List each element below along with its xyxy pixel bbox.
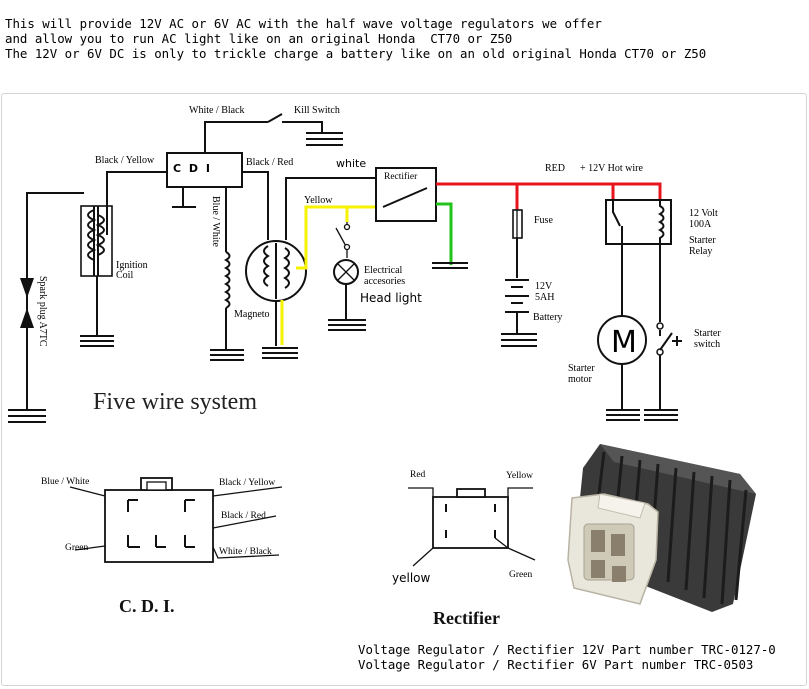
head-light-label: Head light (360, 291, 422, 305)
rectifier-pin-green: Green (509, 570, 532, 580)
ground-ignition-coil (80, 335, 114, 347)
ground-magneto (210, 349, 244, 361)
battery-label: Battery (533, 312, 562, 323)
blue-white-label: Blue / White (210, 196, 221, 247)
magneto-label: Magneto (234, 309, 270, 320)
cdi-connector (69, 477, 283, 563)
intro-line-3: The 12V or 6V DC is only to trickle char… (5, 46, 707, 61)
rectifier-pin-red: Red (410, 470, 426, 480)
starter-motor-letter: M (611, 325, 637, 360)
hot-wire-label: + 12V Hot wire (580, 163, 644, 174)
relay-label-1: 12 Volt (689, 208, 718, 219)
part-number-6v: Voltage Regulator / Rectifier 6V Part nu… (358, 657, 753, 672)
wire-white (285, 177, 376, 240)
starter-motor-label-2: motor (568, 374, 593, 385)
cdi-pin-black-red: Black / Red (221, 511, 266, 521)
cdi-pin-blue-white: Blue / White (41, 477, 89, 487)
starter-switch-label-2: switch (694, 339, 720, 350)
rectifier-pin-yellow-bottom: yellow (392, 571, 430, 585)
headlight-switch-contact (343, 243, 351, 251)
spark-plug-top-electrode (20, 278, 34, 298)
battery (505, 279, 529, 313)
electrical-label-1: Electrical (364, 265, 403, 276)
starter-switch-contact (656, 322, 664, 330)
white-black-label: White / Black (189, 105, 245, 116)
starter-switch-label-1: Starter (694, 328, 721, 339)
yellow-label: Yellow (304, 195, 333, 206)
intro-text: This will provide 12V AC or 6V AC with t… (5, 16, 706, 61)
starter-motor-label-1: Starter (568, 363, 595, 374)
battery-voltage-label: 12V (535, 281, 553, 292)
black-yellow-label: Black / Yellow (95, 155, 155, 166)
ground-kill-switch (306, 132, 343, 146)
spark-plug-label: Spark plug A7TC (37, 276, 48, 347)
rectifier-pinout-title: Rectifier (433, 608, 500, 628)
spark-plug-bottom-electrode (20, 308, 34, 328)
wire-green (436, 202, 453, 265)
intro-line-2: and allow you to run AC light like on an… (5, 31, 513, 46)
magneto-pulser-coil (223, 251, 231, 309)
fuse-label: Fuse (534, 215, 553, 226)
rectifier-pin-yellow-top: Yellow (506, 471, 533, 481)
stator (245, 240, 307, 302)
part-number-12v: Voltage Regulator / Rectifier 12V Part n… (358, 642, 776, 657)
wire-yellow (280, 205, 376, 345)
black-red-label: Black / Red (246, 157, 293, 168)
rectifier-box (375, 167, 437, 222)
starter-switch (659, 330, 682, 351)
ground-battery (501, 333, 537, 347)
electrical-label-2: accesories (364, 276, 405, 287)
relay-label-4: Relay (689, 246, 712, 257)
cdi-pinout-title: C. D. I. (119, 596, 175, 616)
relay-label-2: 100A (689, 219, 712, 230)
white-label: white (336, 157, 366, 170)
kill-switch-blade (267, 113, 283, 123)
relay-label-3: Starter (689, 235, 716, 246)
wire-spark-plug (26, 192, 84, 410)
rectifier-diode-symbol (382, 187, 428, 208)
ground-starter-motor (606, 409, 640, 421)
wire-kill-switch-ground (282, 121, 323, 133)
ignition-coil (80, 205, 113, 336)
diagram-title: Five wire system (93, 389, 257, 415)
cdi-pin-green: Green (65, 543, 88, 553)
ground-spark-plug (8, 409, 46, 423)
cdi-box-label: C D I (173, 162, 212, 175)
red-label: RED (545, 163, 565, 174)
regulator-rectifier-photo (567, 444, 756, 612)
wire-black-yellow (106, 171, 167, 235)
ignition-coil-label-1: Ignition (116, 260, 148, 271)
cdi-ground (172, 187, 196, 208)
ground-starter-switch (644, 409, 678, 421)
ground-rectifier (432, 262, 468, 269)
starter-relay-coil (657, 200, 665, 244)
cdi-pin-black-yellow: Black / Yellow (219, 478, 275, 488)
starter-relay-contact (612, 200, 623, 244)
intro-line-1: This will provide 12V AC or 6V AC with t… (5, 16, 602, 31)
kill-switch-label: Kill Switch (294, 105, 340, 116)
wire-red-hot (436, 182, 662, 200)
ground-headlight (328, 319, 366, 331)
wire-white-black (204, 121, 268, 153)
headlight-switch-contact (343, 223, 351, 231)
battery-ah-label: 5AH (535, 292, 554, 303)
wire-black-red (242, 171, 269, 240)
ground-stator (262, 347, 298, 359)
headlight-lamp (333, 259, 359, 285)
ignition-coil-label-2: Coil (116, 270, 133, 281)
rectifier-box-label: Rectifier (384, 171, 418, 182)
cdi-pin-white-black: White / Black (219, 547, 272, 557)
rectifier-connector (408, 487, 536, 567)
